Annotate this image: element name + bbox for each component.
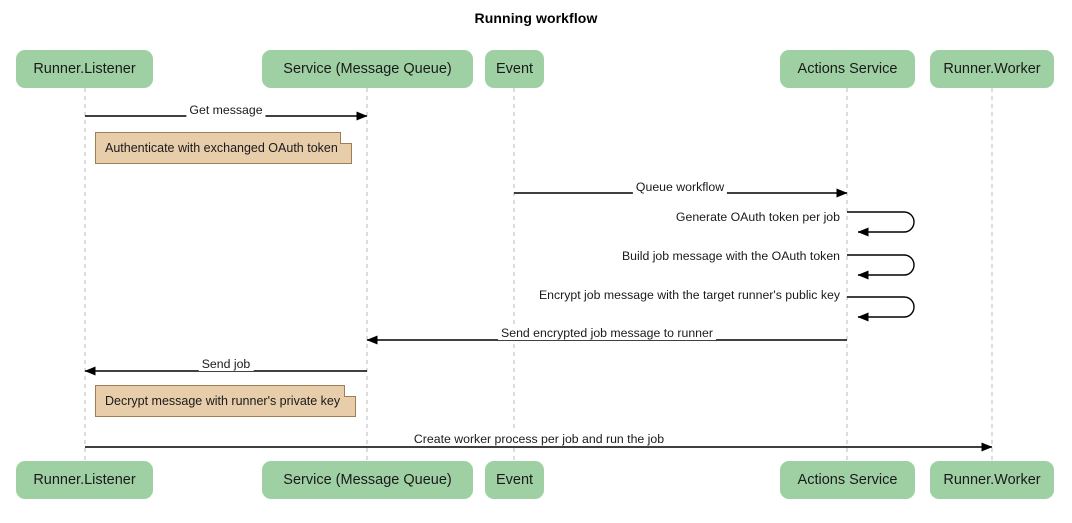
lifelines-group <box>84 88 993 461</box>
participant-service-message-queue-bottom[interactable]: Service (Message Queue) <box>262 461 473 499</box>
participant-label: Runner.Worker <box>943 472 1041 488</box>
message-line-build-job-message-with-the-oauth-token <box>847 254 915 280</box>
participant-label: Runner.Worker <box>943 61 1041 77</box>
message-label-build-job-message-with-the-oauth-token: Build job message with the OAuth token <box>618 249 843 263</box>
participant-runner-worker-bottom[interactable]: Runner.Worker <box>930 461 1054 499</box>
message-label-queue-workflow: Queue workflow <box>632 180 728 194</box>
participant-actions-service-bottom[interactable]: Actions Service <box>780 461 915 499</box>
participant-label: Event <box>495 472 534 488</box>
note-decrypt-message-with-runners-private-key: Decrypt message with runner's private ke… <box>95 385 356 417</box>
participant-label: Service (Message Queue) <box>283 61 452 77</box>
participant-runner-listener-top[interactable]: Runner.Listener <box>16 50 153 88</box>
participant-runner-worker-top[interactable]: Runner.Worker <box>930 50 1054 88</box>
participant-label: Event <box>495 61 534 77</box>
participant-runner-listener-bottom[interactable]: Runner.Listener <box>16 461 153 499</box>
message-label-create-worker-process-per-job-and-run-the-job: Create worker process per job and run th… <box>410 432 668 446</box>
message-label-generate-oauth-token-per-job: Generate OAuth token per job <box>672 210 843 224</box>
message-line-generate-oauth-token-per-job <box>847 211 915 237</box>
message-label-get-message: Get message <box>186 103 266 117</box>
participant-label: Actions Service <box>797 61 898 77</box>
note-fold-corner-icon <box>344 385 356 397</box>
note-fold-corner-icon <box>340 132 352 144</box>
participant-actions-service-top[interactable]: Actions Service <box>780 50 915 88</box>
message-line-encrypt-job-message-with-the-target-runners-public-key <box>847 296 915 322</box>
note-label: Decrypt message with runner's private ke… <box>105 394 341 408</box>
participant-label: Actions Service <box>797 472 898 488</box>
participant-service-message-queue-top[interactable]: Service (Message Queue) <box>262 50 473 88</box>
participant-label: Runner.Listener <box>33 472 136 488</box>
participant-event-bottom[interactable]: Event <box>485 461 544 499</box>
message-label-send-job: Send job <box>198 357 254 371</box>
message-label-encrypt-job-message-with-the-target-runners-public-key: Encrypt job message with the target runn… <box>535 288 843 302</box>
participant-label: Service (Message Queue) <box>283 472 452 488</box>
message-label-send-encrypted-job-message-to-runner: Send encrypted job message to runner <box>498 326 716 340</box>
note-label: Authenticate with exchanged OAuth token <box>105 141 338 155</box>
participant-event-top[interactable]: Event <box>485 50 544 88</box>
participant-label: Runner.Listener <box>33 61 136 77</box>
page-title: Running workflow <box>474 10 598 26</box>
note-authenticate-with-exchanged-oauth-token: Authenticate with exchanged OAuth token <box>95 132 352 164</box>
